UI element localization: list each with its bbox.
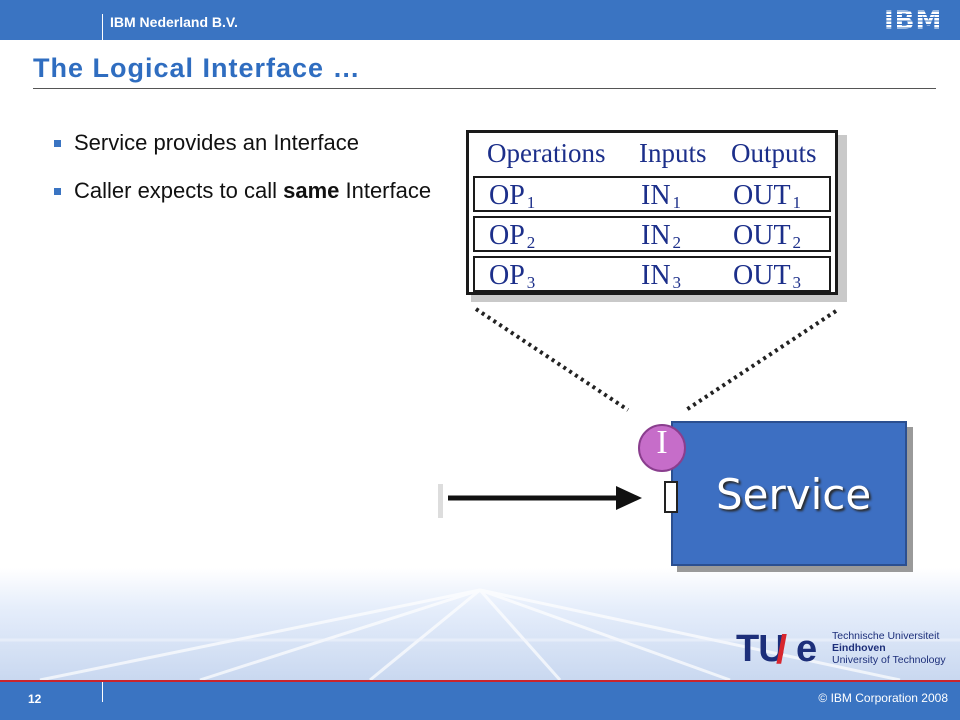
footer-divider [102, 682, 103, 702]
floor-line [199, 588, 481, 682]
floor-line [369, 588, 481, 682]
output-subscript: 1 [792, 193, 802, 212]
caller-edge [438, 484, 443, 518]
slide-title: The Logical Interface … [33, 53, 361, 83]
output-name: OUT [733, 260, 791, 291]
output-subscript: 3 [792, 273, 802, 292]
floor-background [0, 568, 960, 680]
dotted-connector-right [684, 309, 838, 412]
floor-line [479, 588, 731, 682]
op-subscript: 1 [526, 193, 536, 212]
service-label: Service [716, 470, 872, 519]
floor-line [478, 589, 562, 681]
input-name: IN [641, 260, 671, 291]
input-name: IN [641, 220, 671, 251]
floor-line [479, 588, 901, 682]
tue-line1: Technische Universiteit [832, 630, 940, 642]
floor-line [39, 588, 481, 682]
output-subscript: 2 [792, 233, 802, 252]
tue-mark-right: e [796, 628, 818, 670]
header-inputs: Inputs [639, 138, 707, 168]
header-outputs: Outputs [731, 138, 817, 168]
header-operations: Operations [487, 138, 606, 168]
interface-letter: I [656, 424, 668, 461]
header-bar: IBM Nederland B.V. IBM [0, 0, 960, 40]
bullet-list: Service provides an Interface Caller exp… [52, 128, 432, 224]
interface-circle [638, 424, 686, 472]
bullet-bold-text: same [283, 178, 340, 203]
header-divider [102, 14, 103, 40]
input-subscript: 2 [672, 233, 682, 252]
service-box [671, 421, 907, 566]
tue-line3: University of Technology [832, 654, 946, 666]
bullet-text: Interface [339, 178, 432, 203]
call-arrow-head [616, 486, 642, 510]
footer-bar: 12 © IBM Corporation 2008 [0, 680, 960, 720]
bullet-text: Service provides an Interface [74, 130, 359, 155]
page-number: 12 [28, 692, 42, 706]
tue-mark-left: TU [736, 628, 786, 670]
input-name: IN [641, 180, 671, 211]
floor-perspective-lines [0, 588, 960, 682]
dotted-connector-left [474, 307, 630, 412]
input-subscript: 3 [672, 273, 682, 292]
bullet-item: Caller expects to call same Interface [52, 176, 432, 206]
bullet-item: Service provides an Interface [52, 128, 432, 158]
title-rule [33, 88, 936, 89]
interface-port [664, 481, 678, 513]
company-name: IBM Nederland B.V. [110, 14, 238, 30]
tue-mark-slash: / [776, 628, 788, 672]
op-name: OP [489, 220, 525, 251]
bullet-text: Caller expects to call [74, 178, 284, 203]
copyright: © IBM Corporation 2008 [818, 691, 948, 705]
ibm-logo-stripes [884, 8, 946, 30]
output-name: OUT [733, 220, 791, 251]
input-subscript: 1 [672, 193, 682, 212]
op-name: OP [489, 260, 525, 291]
op-subscript: 3 [526, 273, 536, 292]
tue-line2: Eindhoven [832, 642, 886, 654]
tue-name: Technische Universiteit Eindhoven Univer… [832, 630, 946, 666]
output-name: OUT [733, 180, 791, 211]
op-name: OP [489, 180, 525, 211]
table-header-row: Operations Inputs Outputs [473, 135, 831, 173]
op-subscript: 2 [526, 233, 536, 252]
